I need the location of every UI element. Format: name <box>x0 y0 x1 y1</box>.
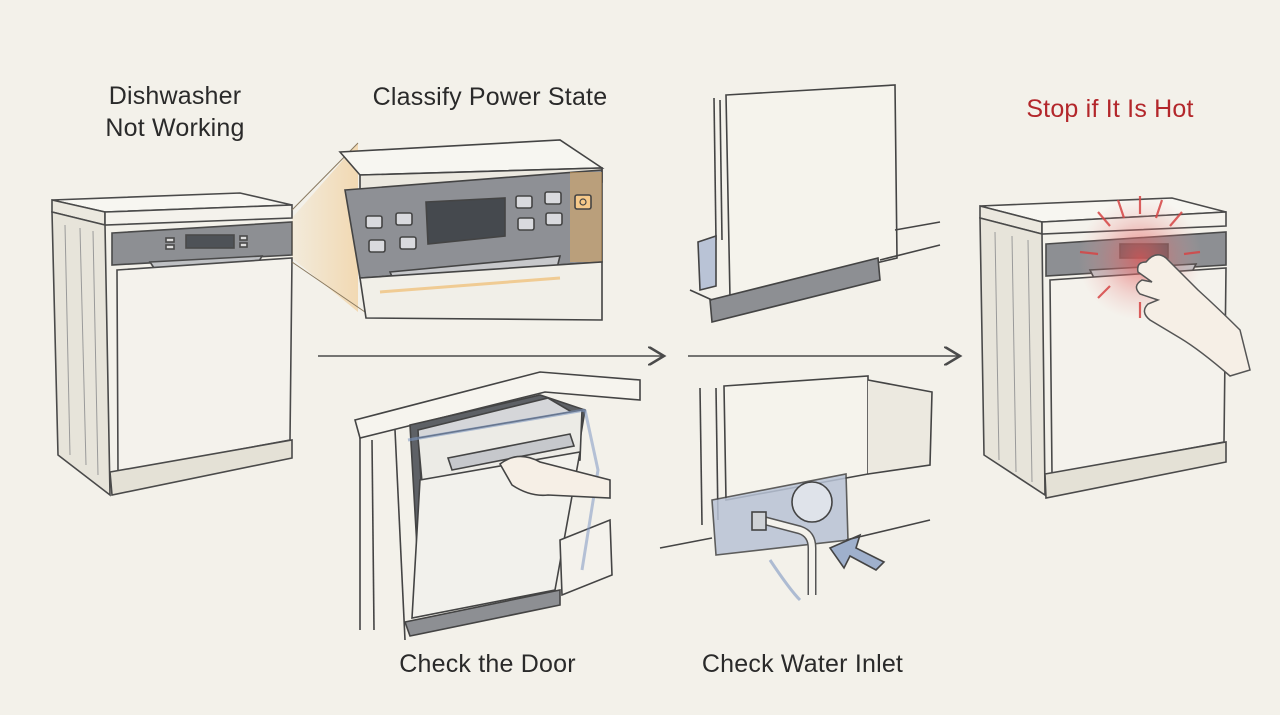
step-start-line2: Not Working <box>105 114 245 142</box>
step-hot-warning-title: Stop if It Is Hot <box>1026 95 1194 123</box>
step-water-title: Check Water Inlet <box>701 650 904 678</box>
check-door-illustration <box>354 371 641 641</box>
check-water-inlet-illustration <box>659 375 933 602</box>
step-power-title: Classify Power State <box>372 83 608 111</box>
step-start-line1: Dishwasher <box>108 82 242 110</box>
door-closeup-illustration <box>689 84 941 324</box>
step-door-title: Check the Door <box>399 650 576 678</box>
control-panel-closeup-illustration <box>338 139 605 321</box>
hand-touching-panel-illustration <box>1135 254 1251 377</box>
dishwasher-start-illustration <box>51 192 293 497</box>
step-start-title: Dishwasher Not Working <box>80 80 270 144</box>
